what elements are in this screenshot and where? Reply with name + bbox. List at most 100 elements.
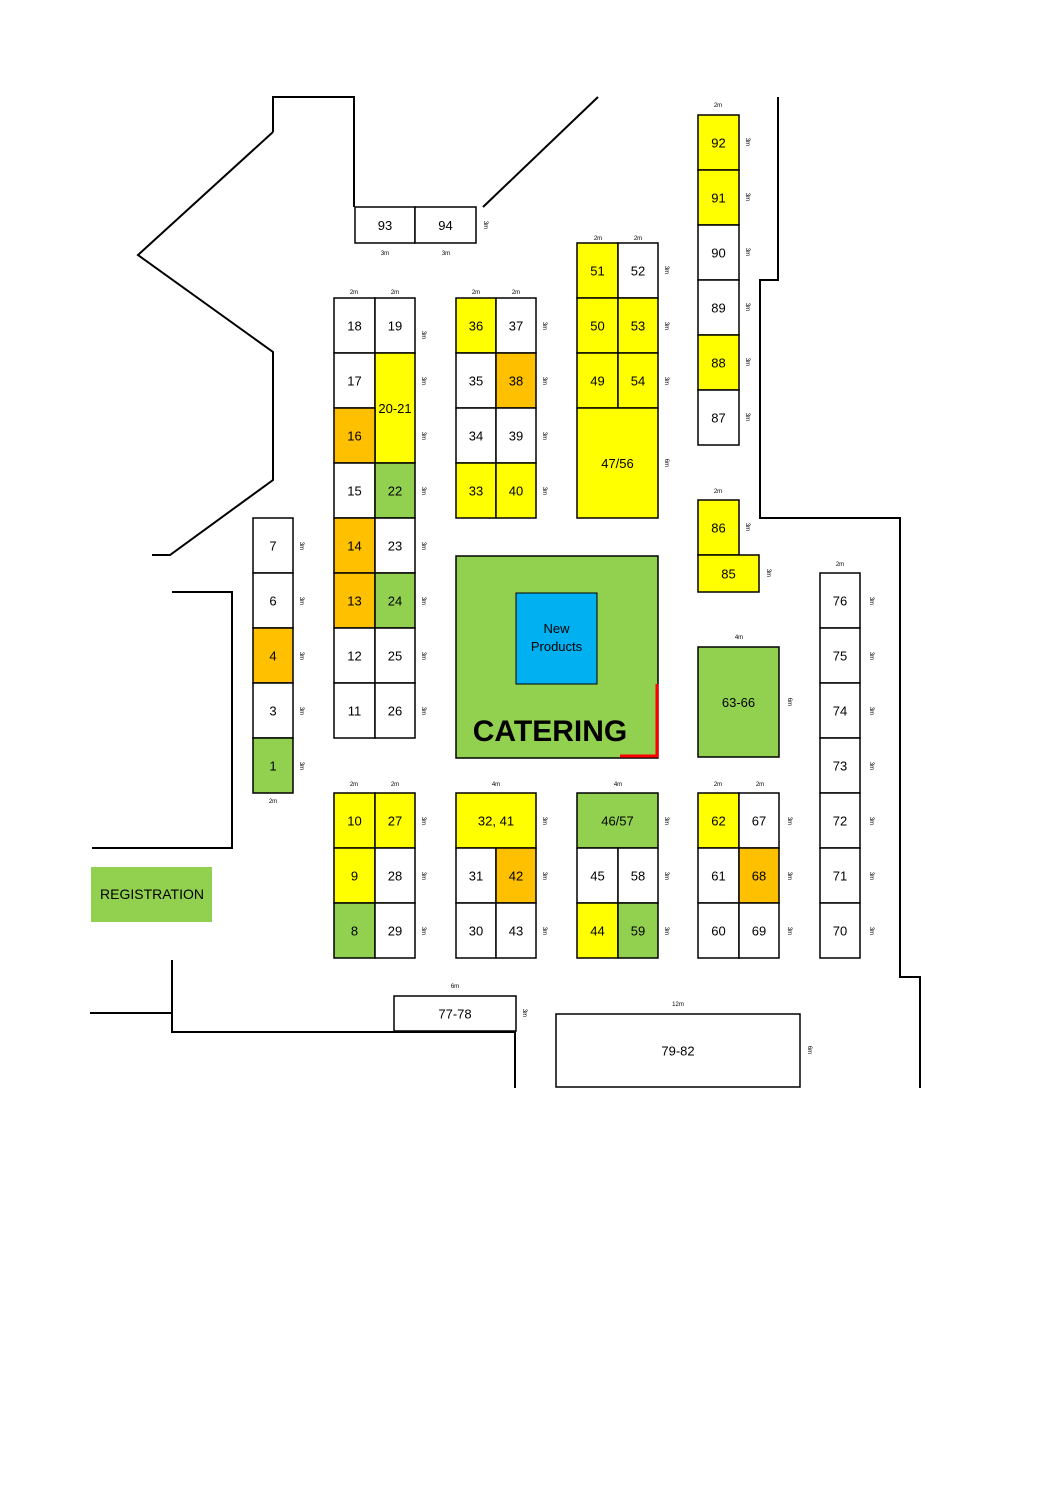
booth-85[interactable]: 85: [697, 554, 760, 593]
booth-50[interactable]: 50: [576, 297, 619, 354]
booth-rect[interactable]: [819, 902, 861, 959]
booth-87[interactable]: 87: [697, 389, 740, 446]
booth-8[interactable]: 8: [333, 902, 376, 959]
booth-35[interactable]: 35: [455, 352, 497, 409]
booth-rect[interactable]: [576, 242, 619, 299]
booth-20-21[interactable]: 20-21: [374, 352, 416, 464]
booth-33[interactable]: 33: [455, 462, 497, 519]
booth-69[interactable]: 69: [738, 902, 780, 959]
booth-rect[interactable]: [576, 792, 659, 849]
booth-9[interactable]: 9: [333, 847, 376, 904]
booth-67[interactable]: 67: [738, 792, 780, 849]
booth-86[interactable]: 86: [697, 499, 740, 556]
booth-rect[interactable]: [697, 389, 740, 446]
booth-rect[interactable]: [495, 352, 537, 409]
booth-rect[interactable]: [455, 407, 497, 464]
booth-32-41[interactable]: 32, 41: [455, 792, 537, 849]
booth-rect[interactable]: [555, 1013, 801, 1088]
booth-52[interactable]: 52: [617, 242, 659, 299]
booth-24[interactable]: 24: [374, 572, 416, 629]
booth-rect[interactable]: [252, 517, 294, 574]
booth-68[interactable]: 68: [738, 847, 780, 904]
booth-rect[interactable]: [333, 407, 376, 464]
booth-63-66[interactable]: 63-66: [697, 646, 780, 758]
booth-6[interactable]: 6: [252, 572, 294, 629]
booth-rect[interactable]: [576, 407, 659, 519]
booth-93[interactable]: 93: [354, 206, 416, 244]
booth-rect[interactable]: [697, 224, 740, 281]
booth-rect[interactable]: [738, 792, 780, 849]
booth-39[interactable]: 39: [495, 407, 537, 464]
booth-72[interactable]: 72: [819, 792, 861, 849]
booth-23[interactable]: 23: [374, 517, 416, 574]
booth-rect[interactable]: [252, 627, 294, 684]
booth-rect[interactable]: [414, 206, 477, 244]
booth-rect[interactable]: [252, 572, 294, 629]
booth-37[interactable]: 37: [495, 297, 537, 354]
booth-3[interactable]: 3: [252, 682, 294, 739]
booth-rect[interactable]: [697, 646, 780, 758]
booth-rect[interactable]: [697, 169, 740, 226]
booth-rect[interactable]: [374, 792, 416, 849]
booth-54[interactable]: 54: [617, 352, 659, 409]
booth-18[interactable]: 18: [333, 297, 376, 354]
booth-rect[interactable]: [455, 902, 497, 959]
booth-30[interactable]: 30: [455, 902, 497, 959]
booth-73[interactable]: 73: [819, 737, 861, 794]
registration-area[interactable]: REGISTRATION: [91, 867, 212, 922]
booth-43[interactable]: 43: [495, 902, 537, 959]
booth-38[interactable]: 38: [495, 352, 537, 409]
booth-7[interactable]: 7: [252, 517, 294, 574]
booth-rect[interactable]: [697, 499, 740, 556]
booth-rect[interactable]: [374, 682, 416, 739]
booth-rect[interactable]: [393, 995, 517, 1032]
booth-1[interactable]: 1: [252, 737, 294, 794]
booth-77-78[interactable]: 77-78: [393, 995, 517, 1032]
booth-rect[interactable]: [697, 279, 740, 336]
booth-rect[interactable]: [495, 902, 537, 959]
booth-rect[interactable]: [252, 737, 294, 794]
booth-rect[interactable]: [333, 352, 376, 409]
booth-91[interactable]: 91: [697, 169, 740, 226]
booth-13[interactable]: 13: [333, 572, 376, 629]
booth-rect[interactable]: [333, 847, 376, 904]
booth-rect[interactable]: [495, 462, 537, 519]
booth-40[interactable]: 40: [495, 462, 537, 519]
booth-rect[interactable]: [738, 847, 780, 904]
booth-26[interactable]: 26: [374, 682, 416, 739]
booth-89[interactable]: 89: [697, 279, 740, 336]
booth-16[interactable]: 16: [333, 407, 376, 464]
booth-74[interactable]: 74: [819, 682, 861, 739]
booth-34[interactable]: 34: [455, 407, 497, 464]
booth-92[interactable]: 92: [697, 114, 740, 171]
booth-rect[interactable]: [333, 682, 376, 739]
booth-22[interactable]: 22: [374, 462, 416, 519]
booth-rect[interactable]: [354, 206, 416, 244]
booth-53[interactable]: 53: [617, 297, 659, 354]
booth-76[interactable]: 76: [819, 572, 861, 629]
booth-19[interactable]: 19: [374, 297, 416, 354]
booth-rect[interactable]: [576, 902, 619, 959]
booth-rect[interactable]: [333, 902, 376, 959]
booth-42[interactable]: 42: [495, 847, 537, 904]
booth-rect[interactable]: [617, 847, 659, 904]
booth-44[interactable]: 44: [576, 902, 619, 959]
booth-rect[interactable]: [697, 334, 740, 391]
booth-11[interactable]: 11: [333, 682, 376, 739]
booth-rect[interactable]: [819, 627, 861, 684]
registration-zone[interactable]: [91, 867, 212, 922]
booth-75[interactable]: 75: [819, 627, 861, 684]
booth-rect[interactable]: [697, 792, 740, 849]
booth-rect[interactable]: [617, 242, 659, 299]
booth-88[interactable]: 88: [697, 334, 740, 391]
booth-31[interactable]: 31: [455, 847, 497, 904]
booth-rect[interactable]: [819, 737, 861, 794]
booth-94[interactable]: 94: [414, 206, 477, 244]
booth-15[interactable]: 15: [333, 462, 376, 519]
booth-rect[interactable]: [455, 462, 497, 519]
booth-rect[interactable]: [333, 627, 376, 684]
booth-rect[interactable]: [495, 407, 537, 464]
booth-14[interactable]: 14: [333, 517, 376, 574]
booth-62[interactable]: 62: [697, 792, 740, 849]
booth-4[interactable]: 4: [252, 627, 294, 684]
